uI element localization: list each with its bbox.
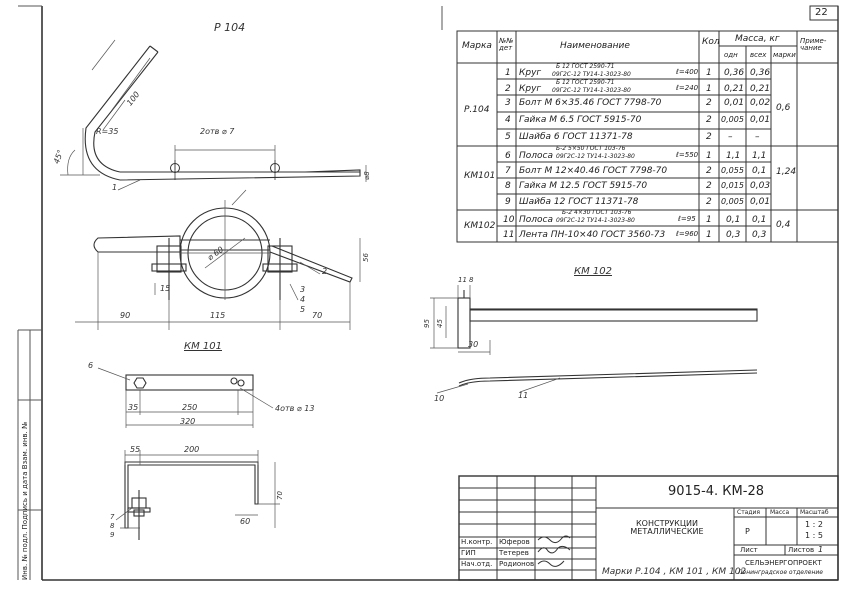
scale-header: Масштаб <box>800 509 829 516</box>
person-role: Нач.отд. <box>461 560 493 568</box>
group-mark-p104: Р.104 <box>464 105 490 115</box>
dim-km101-lower-b: 200 <box>184 445 200 454</box>
person-name: Тетерев <box>499 549 529 557</box>
org-name: СЕЛЬЭНЕРГОПРОЕКТ <box>745 559 822 567</box>
dim-km101-holes: 4отв ⌀ 13 <box>275 404 315 413</box>
stage-value: Р <box>745 527 750 536</box>
dim-clamp-bolt: 15 <box>160 284 171 293</box>
header-note: Приме-чание <box>800 37 827 52</box>
header-name: Наименование <box>560 41 630 51</box>
part-callout-4: 4 <box>300 295 306 304</box>
group-mass-km101: 1,24 <box>776 167 797 177</box>
part-callout-3: 3 <box>300 285 306 294</box>
doc-code: 9015-4. КМ-28 <box>668 484 764 499</box>
header-mass: Масса, кг <box>735 34 780 44</box>
dim-km101-c: 320 <box>180 417 196 426</box>
dim-km102-a: 11 <box>458 276 467 284</box>
mass-header: Масса <box>770 509 790 516</box>
dim-clamp-right: 70 <box>312 311 323 320</box>
header-mass-one: одн <box>724 51 738 59</box>
part-callout-9: 9 <box>110 531 115 539</box>
group-mark-km101: КМ101 <box>464 171 496 181</box>
header-qty: Кол <box>702 37 720 47</box>
view-label-km101: КМ 101 <box>184 341 222 352</box>
part-callout-11: 11 <box>518 391 529 400</box>
dim-km101-lower-c: 70 <box>276 491 284 500</box>
dim-km101-b: 250 <box>182 403 198 412</box>
dim-km101-a: 35 <box>128 403 139 412</box>
doc-title: КОНСТРУКЦИИ МЕТАЛЛИЧЕСКИЕ <box>630 519 704 536</box>
part-callout-1: 1 <box>112 183 118 192</box>
dim-km102-b: 8 <box>469 276 474 284</box>
header-mark: Марка <box>462 41 492 51</box>
dim-clamp-left: 90 <box>120 311 131 320</box>
page-number: 22 <box>815 7 828 18</box>
group-mass-p104: 0,6 <box>776 103 791 113</box>
person-role: Н.контр. <box>461 538 493 546</box>
dim-holes: 2отв ⌀ 7 <box>200 127 235 136</box>
dim-clamp-mid: 115 <box>210 311 226 320</box>
dim-radius: R=35 <box>96 127 119 136</box>
dim-km102-e: 30 <box>468 340 479 349</box>
sheets-count: 1 <box>818 545 824 554</box>
dim-diameter: ⌀8 <box>363 171 371 180</box>
part-callout-8: 8 <box>110 522 115 530</box>
sheet-label: Лист <box>740 546 758 554</box>
org-branch: Ленинградское отделение <box>738 569 823 576</box>
header-mass-mark: марки <box>773 51 796 59</box>
group-mass-km102: 0,4 <box>776 220 791 230</box>
person-name: Юферов <box>499 538 530 546</box>
dim-km102-c: 95 <box>423 319 431 328</box>
header-pos: №№ дет <box>499 37 514 52</box>
part-callout-6: 6 <box>88 361 94 370</box>
part-callout-5: 5 <box>300 305 306 314</box>
view-label-p104: Р 104 <box>214 21 246 34</box>
part-callout-2: 2 <box>322 267 328 276</box>
view-label-km102: КМ 102 <box>574 266 612 277</box>
sheet-caption: Марки Р.104 , КМ 101 , КМ 102 <box>602 567 747 577</box>
dim-clamp-height: 56 <box>362 253 370 262</box>
scale-value-2: 1 : 5 <box>805 531 823 540</box>
dim-km101-lower-a: 55 <box>130 445 141 454</box>
person-name: Родионов <box>499 560 535 568</box>
header-mass-all: всех <box>750 51 767 59</box>
dim-km101-lower-d: 60 <box>240 517 251 526</box>
group-mark-km102: КМ102 <box>464 221 496 231</box>
binding-strip-note: Инв. № подл. Подпись и дата Взам. инв. № <box>21 421 29 580</box>
part-callout-7: 7 <box>110 513 115 521</box>
scale-value-1: 1 : 2 <box>805 520 823 529</box>
stage-header: Стадия <box>737 509 761 516</box>
part-callout-10: 10 <box>434 394 445 403</box>
person-role: ГИП <box>461 549 476 557</box>
dim-km102-d: 45 <box>436 319 444 328</box>
sheets-label: Листов <box>788 546 815 554</box>
